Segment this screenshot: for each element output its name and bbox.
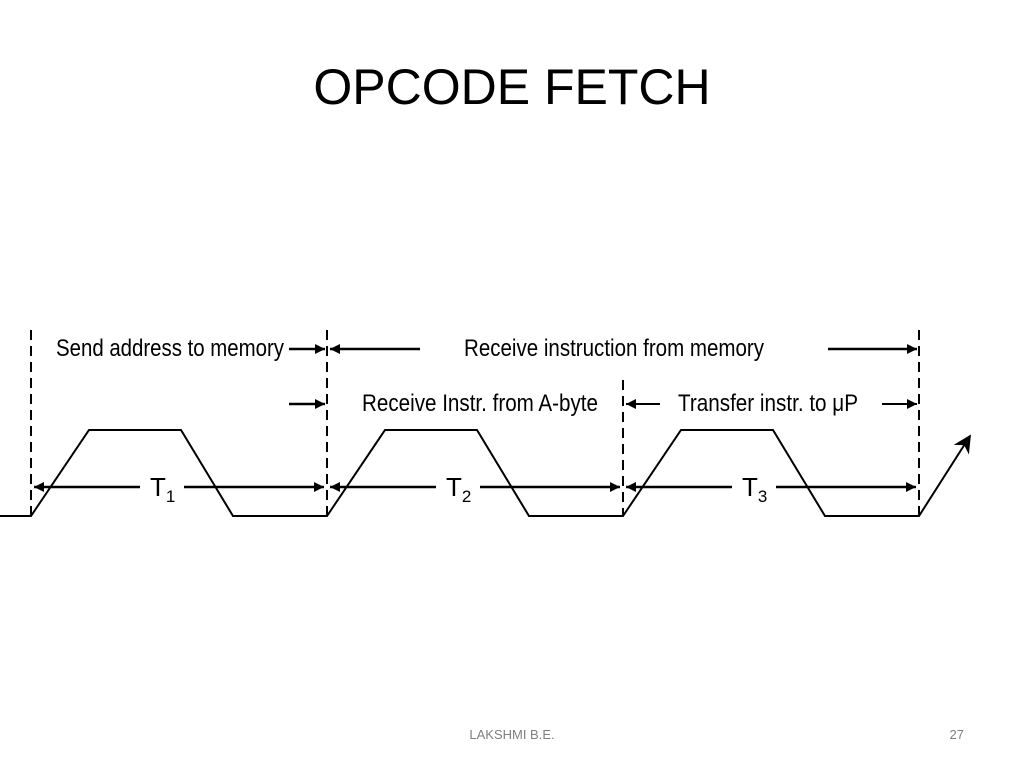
label-send-address: Send address to memory — [56, 335, 284, 362]
label-receive-instruction: Receive instruction from memory — [464, 335, 764, 362]
label-transfer-instr: Transfer instr. to μP — [678, 390, 858, 417]
slide-title: OPCODE FETCH — [313, 59, 711, 115]
clock-waveform — [0, 429, 971, 517]
t-state-label-1: T1 — [150, 472, 175, 506]
page-number: 27 — [949, 727, 964, 742]
state-boundaries — [30, 330, 920, 516]
t-state-label-2: T2 — [446, 472, 471, 506]
label-receive-instr-abyte: Receive Instr. from A-byte — [362, 390, 598, 417]
t-state-label-3: T3 — [742, 472, 767, 506]
footer-author: LAKSHMI B.E. — [469, 727, 555, 742]
